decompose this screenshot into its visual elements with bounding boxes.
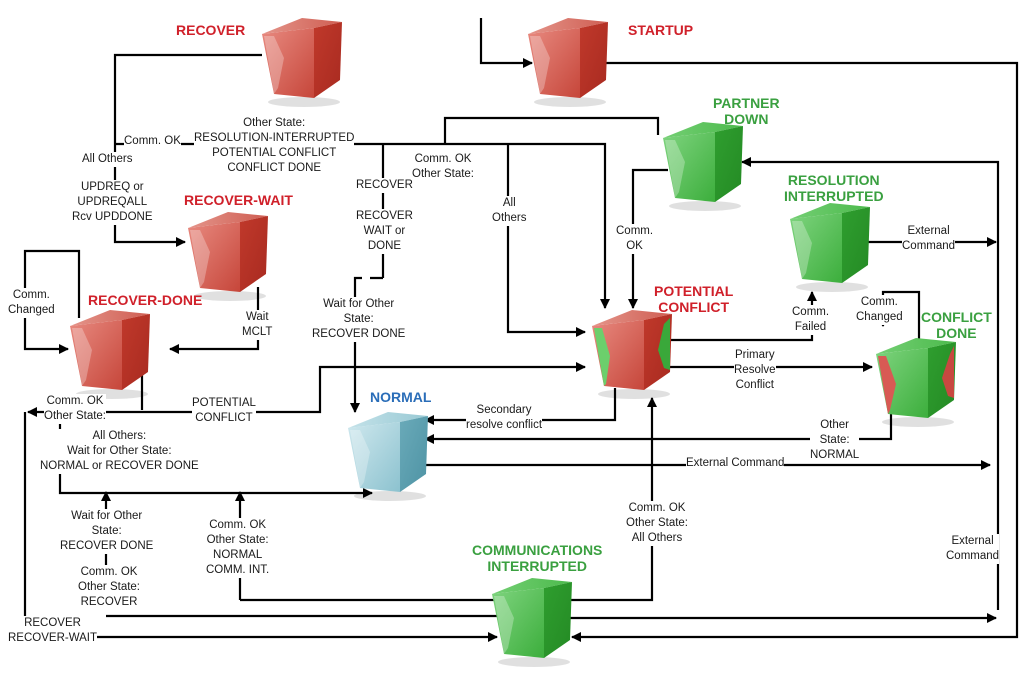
label-other-state-resolution: Other State: RESOLUTION-INTERRUPTED POTE… xyxy=(194,116,355,176)
cube-startup xyxy=(528,18,608,107)
label-comm-ok-other-state-2: Comm. OK Other State: xyxy=(44,394,107,424)
state-title-potential-conflict: POTENTIAL CONFLICT xyxy=(654,283,734,315)
label-all-others-wait: All Others: Wait for Other State: NORMAL… xyxy=(40,429,199,474)
cube-conflict-done xyxy=(876,338,956,427)
connector-recover-done-loop xyxy=(23,249,81,354)
label-comm-changed-2: Comm. Changed xyxy=(856,295,903,325)
label-wait-mclt: Wait MCLT xyxy=(242,310,273,340)
label-other-state-normal: Other State: NORMAL xyxy=(810,418,860,463)
connector-recover-branch-all-others xyxy=(506,144,586,337)
label-all-others-1: All Others xyxy=(82,152,133,167)
connector-recover-done-to-potential xyxy=(60,362,586,414)
cube-partner-down xyxy=(663,122,743,211)
cube-resolution-interrupted xyxy=(790,203,870,292)
state-title-conflict-done: CONFLICT DONE xyxy=(921,309,992,341)
cube-recover xyxy=(262,18,342,107)
label-comm-changed-1: Comm. Changed xyxy=(8,288,55,318)
label-wait-recover-done-1: Wait for Other State: RECOVER DONE xyxy=(312,297,406,342)
label-recover-recover-wait: RECOVER RECOVER-WAIT xyxy=(8,616,98,646)
label-primary-resolve: Primary Resolve Conflict xyxy=(734,348,776,393)
label-potential-conflict: POTENTIAL CONFLICT xyxy=(192,396,256,426)
connector-conflict-done-to-normal xyxy=(424,410,893,444)
cube-communications-interrupted xyxy=(492,578,572,667)
label-secondary-resolve: Secondary resolve conflict xyxy=(466,403,543,433)
label-external-command-1: External Command xyxy=(902,224,956,254)
label-wait-recover-done-2: Wait for Other State: RECOVER DONE xyxy=(60,509,154,554)
state-title-recover-wait: RECOVER-WAIT xyxy=(184,192,293,208)
label-comm-failed: Comm. Failed xyxy=(792,305,830,335)
state-title-normal: NORMAL xyxy=(370,389,432,405)
label-comm-ok-1: Comm. OK xyxy=(124,134,181,149)
connector-comm-int-all-others xyxy=(562,397,657,602)
connector-external-to-partner-down xyxy=(741,157,1000,610)
label-comm-ok-all-others: Comm. OK Other State: All Others xyxy=(626,501,689,546)
label-comm-ok-recover: Comm. OK Other State: RECOVER xyxy=(78,565,141,610)
connector-startup-out xyxy=(571,61,1019,642)
cube-recover-wait xyxy=(188,212,268,301)
connectors xyxy=(23,18,1019,642)
connector-recover-to-recover-wait xyxy=(113,53,262,247)
label-all-others-2: All Others xyxy=(492,196,527,226)
cube-recover-done xyxy=(70,310,150,399)
label-recover-wait-or-done: RECOVER WAIT or DONE xyxy=(356,209,413,254)
connector-recover-wait-to-done xyxy=(169,287,260,354)
label-recover-1: RECOVER xyxy=(356,178,413,193)
connector-into-startup xyxy=(479,18,533,68)
label-comm-ok-2: Comm. OK xyxy=(616,224,654,254)
connector-comm-int-to-normal-b xyxy=(240,492,500,602)
state-title-recover: RECOVER xyxy=(176,22,246,38)
cube-potential-conflict xyxy=(592,310,672,399)
label-external-command-2: External Command xyxy=(686,456,785,471)
state-title-resolution-interrupted: RESOLUTION INTERRUPTED xyxy=(784,172,884,204)
label-comm-ok-normal-commint: Comm. OK Other State: NORMAL COMM. INT. xyxy=(206,518,270,578)
label-comm-ok-other-state-1: Comm. OK Other State: xyxy=(412,152,475,182)
connector-partner-down-to-potential xyxy=(628,168,668,309)
label-external-command-3: External Command xyxy=(946,534,1000,564)
state-title-communications-interrupted: COMMUNICATIONS INTERRUPTED xyxy=(472,542,603,574)
connector-recover-branch-top xyxy=(443,116,660,144)
state-title-startup: STARTUP xyxy=(628,22,694,38)
label-updreq: UPDREQ or UPDREQALL Rcv UPDDONE xyxy=(72,180,153,225)
cube-normal xyxy=(348,412,428,501)
state-title-partner-down: PARTNER DOWN xyxy=(713,95,780,127)
state-title-recover-done: RECOVER-DONE xyxy=(88,292,203,308)
